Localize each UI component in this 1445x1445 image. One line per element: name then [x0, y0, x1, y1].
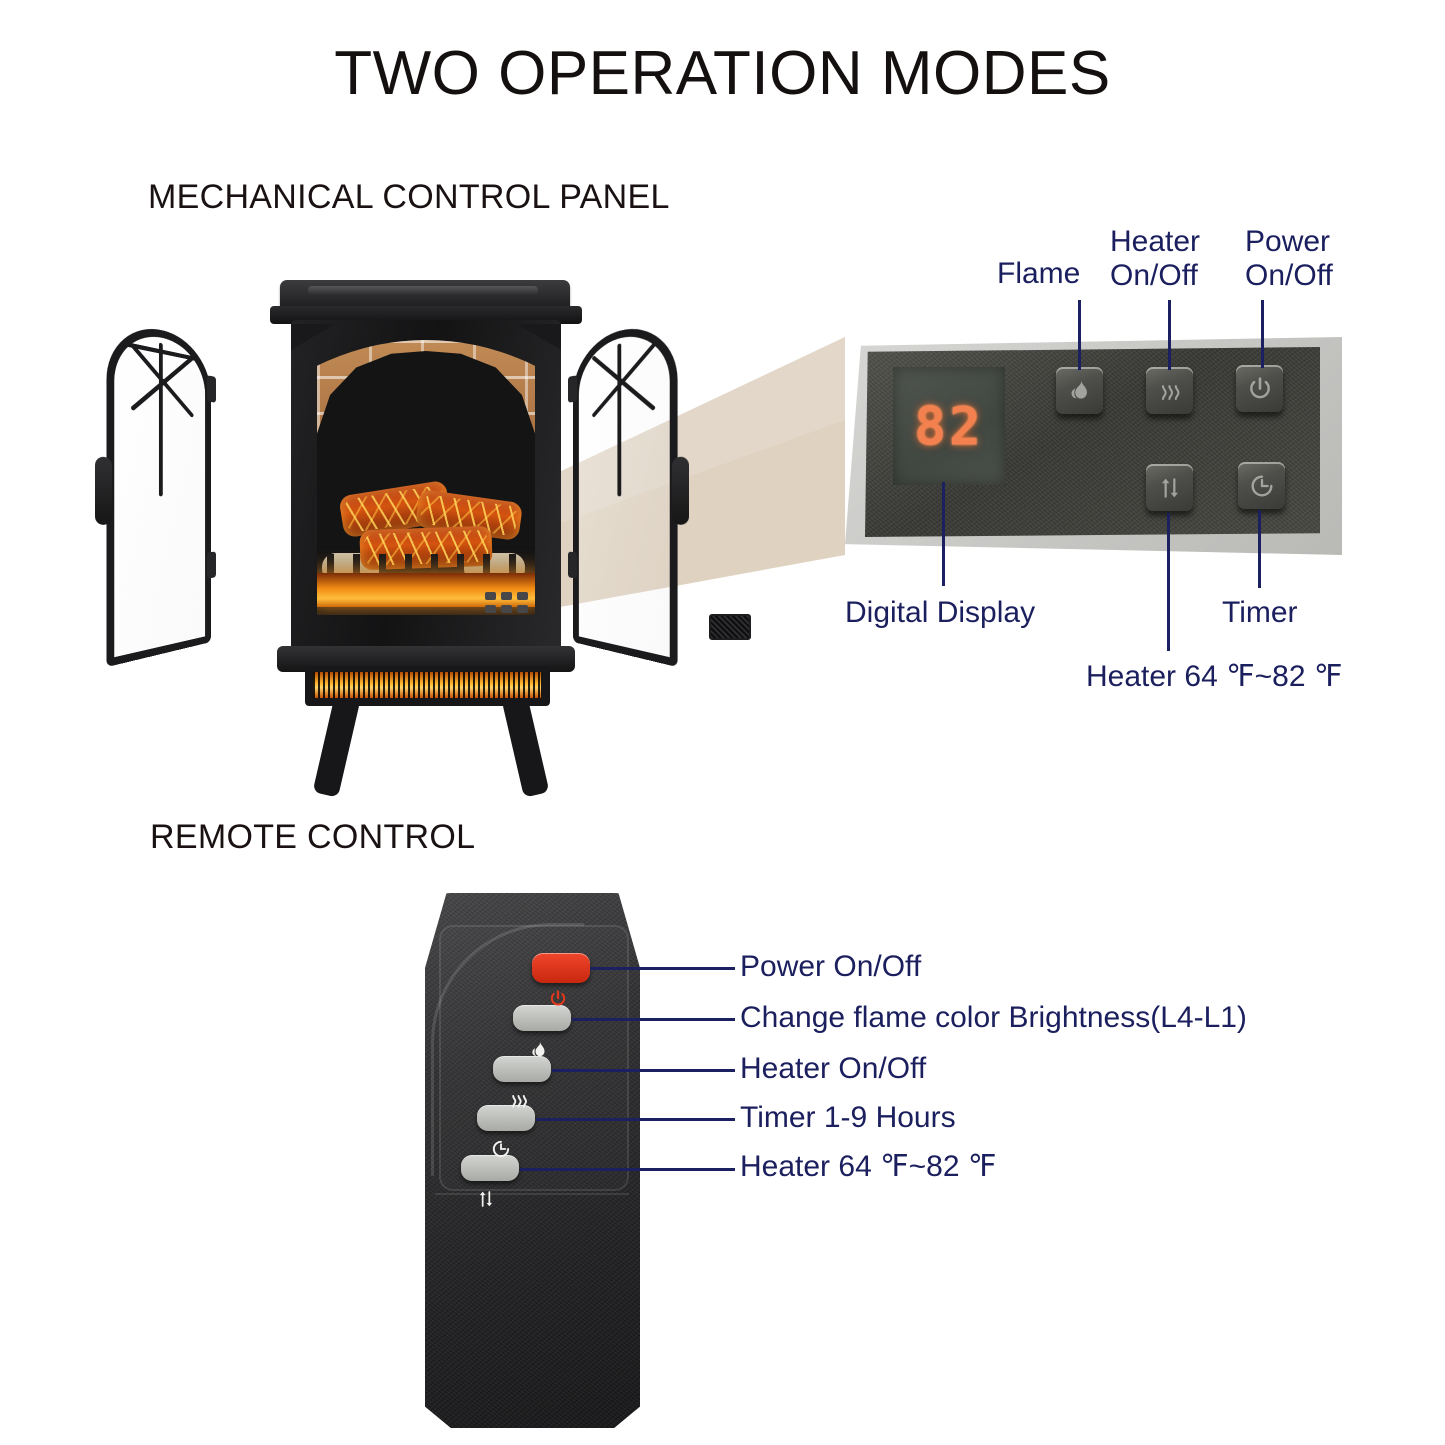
- callout-flame-label: Flame: [997, 257, 1080, 291]
- digital-display: 82: [893, 367, 1005, 485]
- door-tracery: [118, 329, 203, 502]
- callout-digital-display: Digital Display: [845, 596, 1035, 630]
- remote-seam: [435, 1193, 629, 1195]
- door-hinge: [207, 552, 216, 579]
- leader-temperature: [1167, 513, 1170, 651]
- panel-heater-button[interactable]: [1146, 367, 1193, 414]
- leader-remote-power: [590, 967, 735, 970]
- leader-digital-display: [942, 482, 945, 586]
- burning-logs: [317, 482, 535, 607]
- callout-power-onoff: Power On/Off: [1245, 225, 1333, 292]
- flame-icon: [1067, 378, 1093, 404]
- door-handle-right[interactable]: [672, 456, 689, 525]
- callout-remote-temperature: Heater 64 ℉~82 ℉: [740, 1150, 996, 1184]
- leader-power: [1261, 300, 1264, 368]
- callout-remote-flame: Change flame color Brightness(L4-L1): [740, 1001, 1247, 1035]
- page-title: TWO OPERATION MODES: [0, 38, 1445, 109]
- stove-leg: [503, 698, 550, 797]
- panel-temperature-button[interactable]: [1146, 464, 1193, 511]
- electric-fireplace-stove: [95, 262, 755, 742]
- leader-remote-flame: [572, 1018, 735, 1021]
- heat-waves-icon: [1156, 378, 1184, 404]
- door-hinge: [207, 375, 216, 402]
- section-heading-remote: REMOTE CONTROL: [150, 818, 475, 857]
- leader-heater: [1168, 300, 1171, 370]
- heat-waves-icon: [506, 1087, 532, 1113]
- callout-heater-onoff-line1: Heater: [1110, 225, 1200, 259]
- stove-door-right[interactable]: [573, 317, 678, 667]
- timer-clock-icon: [488, 1136, 514, 1162]
- flame-icon: [526, 1037, 552, 1063]
- display-value: 82: [893, 397, 1005, 458]
- timer-clock-icon: [1249, 473, 1275, 499]
- leader-timer: [1258, 510, 1261, 588]
- door-handle-left[interactable]: [95, 456, 112, 525]
- stove-door-left[interactable]: [106, 317, 211, 667]
- power-icon: [545, 986, 571, 1012]
- remote-power-button[interactable]: [532, 953, 590, 983]
- callout-power-onoff-line1: Power: [1245, 225, 1333, 259]
- callout-heater-onoff-line2: On/Off: [1110, 259, 1200, 293]
- side-vent: [709, 614, 751, 640]
- door-hinge: [568, 552, 577, 579]
- leader-remote-timer: [536, 1118, 735, 1121]
- leader-remote-heater: [552, 1069, 735, 1072]
- power-icon: [1247, 376, 1273, 402]
- door-hinge: [568, 375, 577, 402]
- callout-heater-onoff: Heater On/Off: [1110, 225, 1200, 292]
- heater-grille-glow: [313, 672, 541, 698]
- callout-power-onoff-line2: On/Off: [1245, 259, 1333, 293]
- callout-remote-timer: Timer 1-9 Hours: [740, 1101, 956, 1135]
- door-tracery: [581, 329, 666, 502]
- panel-power-button[interactable]: [1236, 365, 1283, 412]
- stove-leg: [313, 698, 360, 797]
- remote-control: [425, 893, 640, 1428]
- leader-flame: [1078, 300, 1081, 370]
- callout-remote-heater: Heater On/Off: [740, 1052, 926, 1086]
- callout-heater-range: Heater 64 ℉~82 ℉: [1086, 660, 1342, 694]
- up-down-arrows-icon: [1157, 475, 1183, 501]
- up-down-arrows-icon: [473, 1186, 499, 1212]
- panel-timer-button[interactable]: [1238, 462, 1285, 509]
- section-heading-mechanical: MECHANICAL CONTROL PANEL: [148, 178, 670, 217]
- callout-remote-power: Power On/Off: [740, 950, 921, 984]
- firebox-window: [317, 340, 535, 615]
- panel-flame-button[interactable]: [1056, 367, 1103, 414]
- leader-remote-temperature: [520, 1168, 735, 1171]
- callout-timer: Timer: [1222, 596, 1298, 630]
- onboard-control-panel[interactable]: [485, 592, 549, 618]
